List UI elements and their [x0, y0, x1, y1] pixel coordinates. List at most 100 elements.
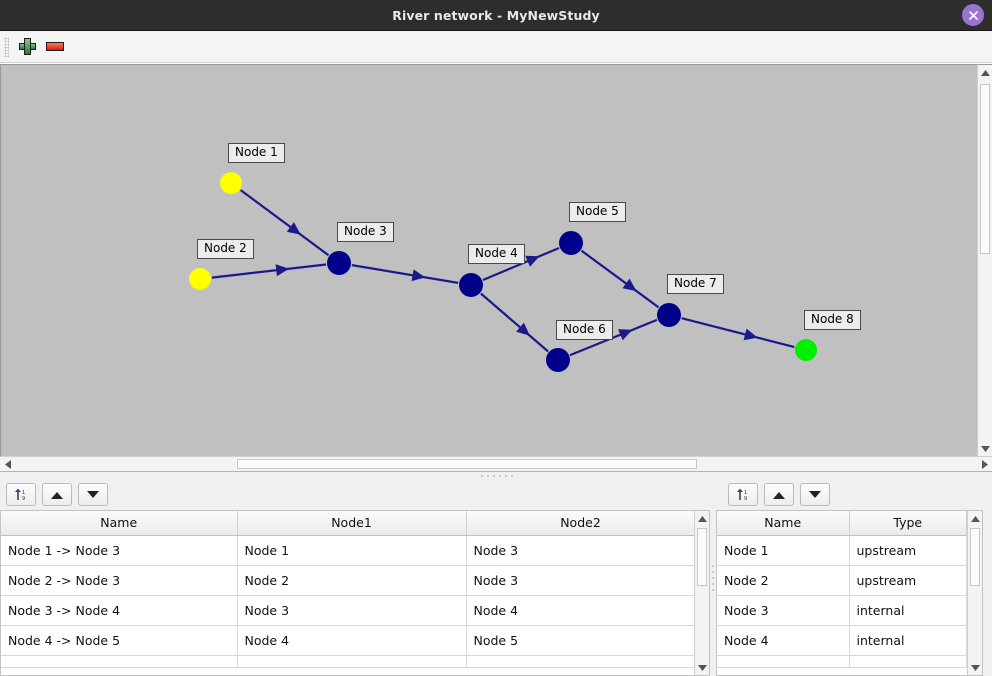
- table-cell[interactable]: Node 1: [717, 535, 850, 566]
- add-node-button[interactable]: [13, 34, 41, 60]
- table-cell[interactable]: Node 3: [237, 595, 467, 626]
- column-header[interactable]: Node2: [466, 511, 696, 536]
- canvas-hscroll-thumb[interactable]: [237, 459, 697, 469]
- reaches-move-up-button[interactable]: [42, 483, 72, 506]
- table-cell[interactable]: Node 2: [717, 565, 850, 596]
- graph-node-label[interactable]: Node 5: [569, 202, 626, 223]
- scroll-left-button[interactable]: [0, 457, 15, 471]
- column-header[interactable]: Name: [717, 511, 850, 536]
- graph-edge[interactable]: [211, 263, 327, 279]
- column-header[interactable]: Node1: [237, 511, 467, 536]
- graph-node[interactable]: [559, 231, 583, 255]
- graph-edge[interactable]: [569, 318, 658, 357]
- reaches-sort-button[interactable]: 1 9: [6, 483, 36, 506]
- table-cell[interactable]: upstream: [849, 535, 967, 566]
- graph-node[interactable]: [459, 273, 483, 297]
- table-cell[interactable]: Node 1: [237, 535, 467, 566]
- scroll-down-button[interactable]: [978, 441, 992, 456]
- graph-node[interactable]: [546, 348, 570, 372]
- table-cell[interactable]: Node 2: [237, 565, 467, 596]
- canvas-vertical-scrollbar[interactable]: [977, 64, 992, 456]
- scroll-right-button[interactable]: [977, 457, 992, 471]
- close-icon: [968, 10, 978, 20]
- table-cell[interactable]: Node 4: [466, 595, 696, 626]
- graph-node-label[interactable]: Node 6: [556, 320, 613, 341]
- caret-right-icon: [981, 459, 988, 469]
- graph-node-label[interactable]: Node 1: [228, 143, 285, 164]
- table-cell[interactable]: Node 2 -> Node 3: [1, 565, 238, 596]
- graph-edge[interactable]: [351, 264, 459, 284]
- horizontal-splitter[interactable]: [0, 471, 992, 479]
- graph-node[interactable]: [657, 303, 681, 327]
- nodes-vscroll-thumb[interactable]: [970, 528, 980, 586]
- graph-node[interactable]: [189, 268, 211, 290]
- table-cell[interactable]: Node 1 -> Node 3: [1, 535, 238, 566]
- table-cell[interactable]: Node 3 -> Node 4: [1, 595, 238, 626]
- graph-node[interactable]: [327, 251, 351, 275]
- nodes-move-down-button[interactable]: [800, 483, 830, 506]
- toolbar-drag-handle[interactable]: [4, 36, 9, 57]
- table-cell[interactable]: Node 5: [466, 625, 696, 656]
- nodes-move-up-button[interactable]: [764, 483, 794, 506]
- canvas-vscroll-thumb[interactable]: [980, 84, 990, 254]
- graph-edge[interactable]: [239, 189, 330, 257]
- graph-node-label[interactable]: Node 7: [667, 274, 724, 295]
- canvas-horizontal-scrollbar[interactable]: [0, 456, 992, 471]
- nodes-vertical-scrollbar[interactable]: [967, 511, 982, 675]
- nodes-scroll-down-button[interactable]: [968, 660, 982, 675]
- reaches-scroll-up-button[interactable]: [695, 511, 709, 526]
- table-cell[interactable]: upstream: [849, 565, 967, 596]
- scroll-up-button[interactable]: [978, 65, 992, 80]
- canvas-hscroll-track[interactable]: [15, 457, 977, 471]
- canvas-vscroll-track[interactable]: [978, 80, 992, 441]
- caret-down-icon: [970, 664, 980, 671]
- reaches-scroll-down-button[interactable]: [695, 660, 709, 675]
- graph-node-label[interactable]: Node 4: [468, 244, 525, 265]
- table-cell[interactable]: Node 3: [466, 565, 696, 596]
- nodes-scroll-up-button[interactable]: [968, 511, 982, 526]
- reaches-vscroll-track[interactable]: [695, 526, 709, 660]
- reaches-vertical-scrollbar[interactable]: [694, 511, 709, 675]
- network-canvas[interactable]: Node 1 Node 2 Node 3 Node 4 Node 5 Node 6 Node…: [0, 64, 977, 456]
- minus-icon: [46, 42, 64, 51]
- graph-node[interactable]: [795, 339, 817, 361]
- graph-node-label[interactable]: Node 8: [804, 310, 861, 331]
- reaches-vscroll-thumb[interactable]: [697, 528, 707, 586]
- graph-node[interactable]: [220, 172, 242, 194]
- table-cell[interactable]: Node 4 -> Node 5: [1, 625, 238, 656]
- column-header[interactable]: Name: [1, 511, 238, 536]
- table-cell[interactable]: Node 3: [466, 535, 696, 566]
- table-cell[interactable]: Node 4: [237, 625, 467, 656]
- table-cell[interactable]: Node 3: [717, 595, 850, 626]
- graph-edge[interactable]: [681, 317, 795, 349]
- remove-node-button[interactable]: [41, 34, 69, 60]
- table-cell[interactable]: internal: [849, 595, 967, 626]
- table-cell[interactable]: Node 4: [717, 625, 850, 656]
- graph-node-label[interactable]: Node 3: [337, 222, 394, 243]
- graph-edge[interactable]: [480, 292, 549, 353]
- close-button[interactable]: [962, 4, 984, 26]
- reaches-move-down-button[interactable]: [78, 483, 108, 506]
- graph-node-label[interactable]: Node 2: [197, 239, 254, 260]
- table-cell[interactable]: internal: [849, 625, 967, 656]
- graph-edge[interactable]: [580, 249, 660, 309]
- nodes-vscroll-track[interactable]: [968, 526, 982, 660]
- vertical-splitter[interactable]: [710, 479, 716, 676]
- nodes-sort-button[interactable]: 1 9: [728, 483, 758, 506]
- column-header[interactable]: Type: [849, 511, 967, 536]
